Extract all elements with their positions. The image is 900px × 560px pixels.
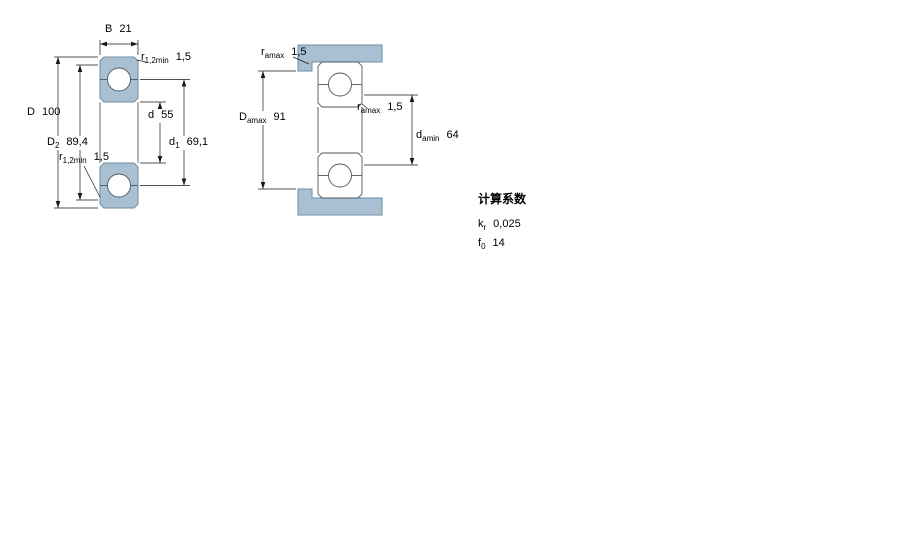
dimension-lines-right	[258, 56, 418, 190]
leader-r-top	[136, 59, 147, 63]
factor-kr: kr 0,025	[478, 218, 521, 232]
dim-label-r12min-top: r1,2min 1,5	[141, 51, 191, 65]
dim-symbol: B	[105, 23, 113, 35]
calculation-factors-title: 计算系数	[478, 192, 527, 206]
dim-subscript: 2	[54, 141, 60, 151]
dim-symbol: r	[261, 46, 265, 58]
dim-label-ramax-top: ramax 1,5	[261, 46, 307, 60]
dim-label-d1: d1 69,1	[167, 136, 210, 151]
factor-symbol: k	[478, 218, 484, 230]
dim-symbol: D	[47, 136, 55, 148]
factor-symbol: f	[478, 237, 482, 249]
dim-label-damin: damin 64	[416, 129, 459, 143]
dim-symbol: d	[416, 129, 423, 141]
dimension-lines-left	[54, 40, 190, 209]
dim-value: 1,5	[387, 101, 403, 113]
factor-subscript: 0	[481, 242, 486, 252]
factor-subscript: r	[483, 223, 487, 233]
dim-value: 21	[119, 23, 132, 35]
factor-value: 0,025	[493, 218, 521, 230]
leader-ra-mid	[361, 103, 368, 109]
dim-subscript: amax	[246, 116, 267, 126]
dim-label-r12min-bottom: r1,2min 1,5	[59, 151, 109, 165]
dim-value: 1,5	[175, 51, 191, 63]
dim-symbol: d	[169, 136, 176, 148]
housing-abutment-bottom	[297, 188, 383, 216]
dim-value: 91	[273, 111, 286, 123]
dim-value: 1,5	[291, 46, 307, 58]
dim-subscript: amin	[422, 134, 440, 144]
dim-subscript: 1	[175, 141, 180, 151]
dim-symbol: r	[357, 101, 361, 113]
dim-label-D2: D2 89,4	[45, 136, 90, 151]
cross-section-view	[99, 56, 139, 209]
housing-abutment-top	[297, 44, 383, 72]
dim-label-Damax: Damax 91	[237, 111, 288, 126]
dim-symbol: D	[239, 111, 247, 123]
dim-value: 69,1	[186, 136, 208, 148]
dim-value: 1,5	[93, 151, 109, 163]
dim-subscript: amax	[264, 51, 285, 61]
dim-subscript: 1,2min	[62, 156, 87, 166]
dim-symbol: D	[27, 106, 35, 118]
dim-label-d: d 55	[146, 109, 176, 124]
dim-label-D: D 100	[27, 106, 60, 120]
dim-symbol: r	[141, 51, 145, 63]
mounting-view	[297, 44, 383, 216]
dim-value: 55	[161, 109, 174, 121]
dim-symbol: r	[59, 151, 63, 163]
dim-value: 100	[41, 106, 61, 118]
dim-symbol: d	[148, 109, 155, 121]
dim-label-ramax-mid: ramax 1,5	[357, 101, 403, 115]
factor-f0: f0 14	[478, 237, 505, 251]
dim-subscript: amax	[360, 106, 381, 116]
dim-value: 64	[446, 129, 459, 141]
leader-ra-top	[292, 56, 310, 65]
leader-r-bottom	[83, 165, 101, 198]
dim-subscript: 1,2min	[144, 56, 169, 66]
dim-label-B: B 21	[105, 23, 132, 37]
dim-value: 89,4	[66, 136, 88, 148]
factor-value: 14	[492, 237, 505, 249]
